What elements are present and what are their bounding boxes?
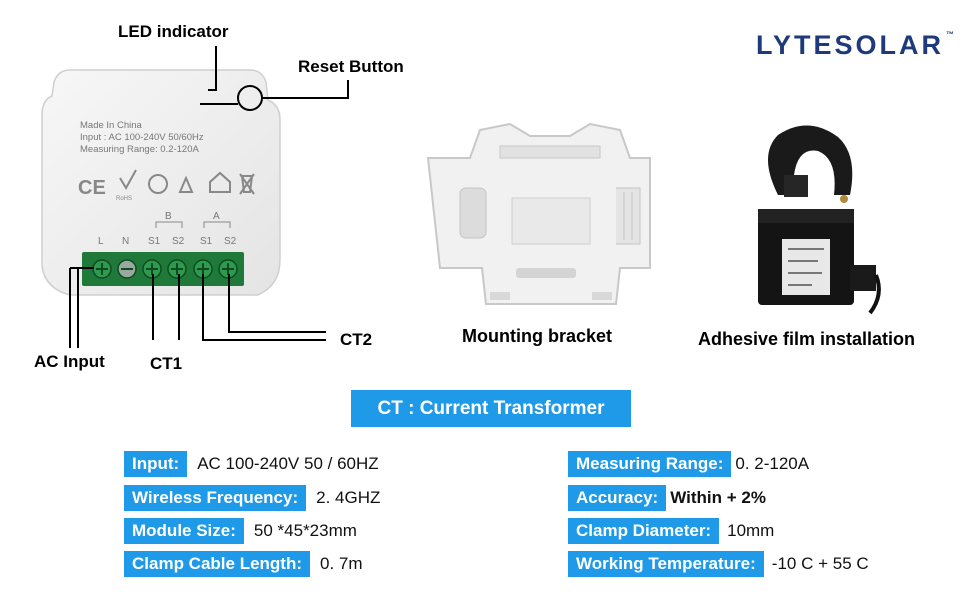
spec-input: Input: AC 100-240V 50 / 60HZ — [124, 451, 379, 477]
spec-working-temperature: Working Temperature: -10 C + 55 C — [568, 551, 869, 577]
mounting-bracket-image — [426, 122, 651, 305]
info-line-range: Measuring Range: 0.2-120A — [80, 144, 199, 155]
led-callout-line — [208, 46, 217, 91]
spec-label: Wireless Frequency: — [124, 485, 307, 511]
spec-label: Input: — [124, 451, 188, 477]
ac-input-callout-line — [77, 267, 90, 348]
spec-label: Module Size: — [124, 518, 244, 544]
spec-value: 0. 7m — [320, 554, 363, 573]
spec-wireless-frequency: Wireless Frequency: 2. 4GHZ — [124, 485, 380, 511]
terminal-label-s2-a: S2 — [224, 236, 237, 247]
spec-label: Measuring Range: — [568, 451, 732, 477]
group-labels: B A — [165, 211, 220, 222]
reset-button-marker — [237, 85, 263, 111]
spec-accuracy: Accuracy: Within + 2% — [568, 485, 766, 511]
trademark-mark: ™ — [946, 30, 955, 39]
spec-value: 50 *45*23mm — [253, 521, 357, 540]
spec-clamp-diameter: Clamp Diameter: 10mm — [568, 518, 774, 544]
ac-input-label: AC Input — [34, 352, 105, 371]
terminal-label-l: L — [98, 236, 104, 247]
group-label-b: B — [165, 211, 172, 222]
check-mark-icon — [119, 169, 137, 190]
group-label-a: A — [213, 211, 220, 222]
recycle-circle-icon — [148, 174, 168, 194]
certification-icons: CE RoHS — [78, 169, 255, 202]
spec-module-size: Module Size: 50 *45*23mm — [124, 518, 357, 544]
terminal-block — [82, 252, 244, 286]
terminal-label-s2-b: S2 — [172, 236, 185, 247]
spec-label: Working Temperature: — [568, 551, 764, 577]
ce-mark-icon: CE — [78, 177, 106, 199]
spec-clamp-cable-length: Clamp Cable Length: 0. 7m — [124, 551, 363, 577]
info-line-made-in: Made In China — [80, 120, 143, 131]
spec-label: Accuracy: — [568, 485, 667, 511]
ct1-label: CT1 — [150, 354, 183, 373]
ct-definition-banner: CT : Current Transformer — [351, 390, 631, 427]
home-icon — [209, 171, 231, 193]
spec-label: Clamp Cable Length: — [124, 551, 311, 577]
terminal-label-s1-b: S1 — [148, 236, 161, 247]
ct2-label: CT2 — [340, 330, 373, 349]
recycle-icon — [178, 175, 194, 193]
info-line-input: Input : AC 100-240V 50/60Hz — [80, 132, 204, 143]
current-clamp-image — [758, 125, 881, 315]
device-info-text: Made In China Input : AC 100-240V 50/60H… — [80, 120, 204, 155]
weee-bin-icon — [239, 173, 255, 195]
brand-logo-text: LYTESOLAR — [756, 30, 945, 60]
ac-input-callout-line-2 — [69, 267, 94, 348]
reset-callout-line — [262, 80, 349, 99]
spec-value: 2. 4GHZ — [316, 488, 381, 507]
spec-value: Within + 2% — [670, 488, 766, 507]
spec-value: -10 C + 55 C — [771, 554, 869, 573]
ct2-callout-lines — [202, 274, 326, 341]
terminal-labels: L N S1 S2 S1 S2 — [98, 236, 237, 247]
spec-measuring-range: Measuring Range: 0. 2-120A — [568, 451, 809, 477]
ct1-callout-lines — [152, 274, 180, 340]
terminal-label-s1-a: S1 — [200, 236, 213, 247]
spec-value: AC 100-240V 50 / 60HZ — [197, 454, 379, 473]
terminal-label-n: N — [122, 236, 129, 247]
spec-value: 10mm — [727, 521, 775, 540]
rohs-label: RoHS — [116, 196, 132, 202]
terminal-group-brackets — [155, 221, 231, 228]
spec-value: 0. 2-120A — [735, 454, 810, 473]
spec-label: Clamp Diameter: — [568, 518, 720, 544]
callout-lines — [69, 46, 349, 348]
clamp-caption: Adhesive film installation — [698, 329, 916, 349]
reset-button-label: Reset Button — [298, 57, 404, 76]
led-indicator-label: LED indicator — [118, 22, 229, 41]
energy-meter-module: Made In China Input : AC 100-240V 50/60H… — [41, 69, 281, 296]
module-body — [41, 69, 281, 296]
mounting-bracket-caption: Mounting bracket — [462, 326, 613, 346]
